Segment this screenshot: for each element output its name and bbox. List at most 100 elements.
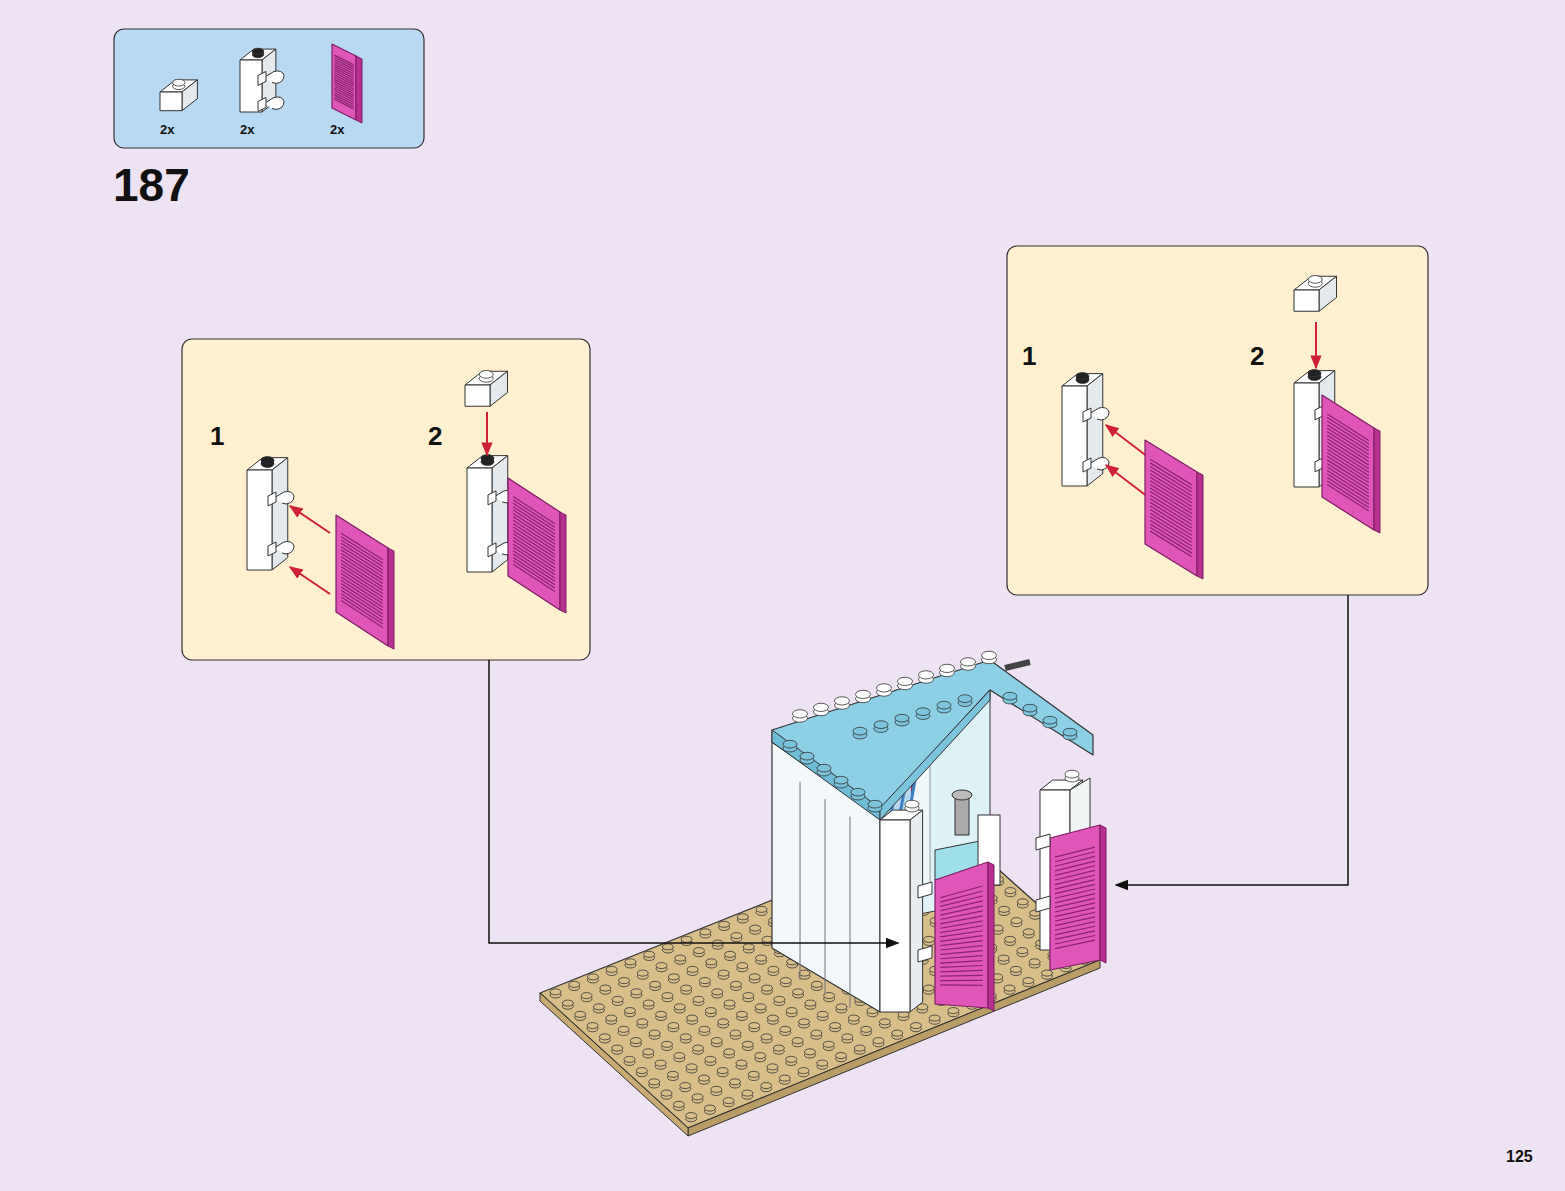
stud <box>780 978 791 987</box>
stud <box>737 914 748 923</box>
stud <box>730 981 741 990</box>
stud <box>1003 692 1017 704</box>
brick-face <box>268 542 276 556</box>
stud <box>656 963 667 972</box>
door-slat <box>1055 908 1095 917</box>
door-slat <box>940 951 982 955</box>
door-slat <box>334 95 353 105</box>
stud <box>940 664 955 676</box>
stud <box>783 740 797 752</box>
door-slat <box>1327 481 1369 507</box>
stud <box>961 658 976 670</box>
callout-leader <box>1116 595 1348 885</box>
stud <box>1063 728 1077 740</box>
stud <box>1004 985 1015 994</box>
door-slat <box>1327 446 1369 472</box>
stud <box>998 955 1009 964</box>
stud <box>686 1113 697 1122</box>
stud <box>799 970 810 979</box>
door-slat <box>1150 531 1192 557</box>
stud <box>742 1090 753 1099</box>
stud <box>793 710 808 722</box>
door-slat <box>940 896 982 906</box>
faucet <box>952 790 972 800</box>
door-slat <box>1055 852 1095 862</box>
stud <box>718 970 729 979</box>
assembly-arrow <box>290 506 330 533</box>
stud <box>643 1000 654 1009</box>
door-slat <box>940 911 982 920</box>
assembly-arrow <box>1106 425 1148 457</box>
brick-face <box>918 946 932 962</box>
door-slat <box>1327 428 1369 454</box>
door-slat <box>1055 936 1095 944</box>
door-slat <box>334 97 353 107</box>
stud <box>673 1101 684 1110</box>
brick-seam <box>800 782 801 981</box>
door-slat <box>1327 485 1369 511</box>
stud <box>786 1008 797 1017</box>
stud <box>853 727 867 739</box>
door-edge <box>388 548 394 649</box>
stud <box>861 1026 872 1035</box>
brick-seam <box>825 799 826 994</box>
brick-face <box>488 543 496 557</box>
callout-leader <box>489 660 898 943</box>
door-slat <box>1055 889 1095 898</box>
stud <box>655 1060 666 1069</box>
assembly-arrow <box>486 412 488 455</box>
sub-step-number: 2 <box>428 423 442 449</box>
stud <box>1005 888 1016 897</box>
door-slat <box>1327 456 1369 482</box>
stud <box>711 1038 722 1047</box>
stud <box>737 963 748 972</box>
door-slat <box>940 901 982 911</box>
door-slat <box>940 891 982 902</box>
door-slat <box>341 537 383 564</box>
door-slat <box>1150 517 1192 543</box>
stud <box>649 1030 660 1039</box>
door-slat <box>1327 470 1369 496</box>
stud <box>636 1068 647 1077</box>
door-slat <box>341 560 383 587</box>
stud <box>717 1068 728 1077</box>
stud <box>756 955 767 964</box>
door-slat <box>1055 917 1095 926</box>
stud <box>724 1049 735 1058</box>
door-slat <box>341 557 383 584</box>
door-slat <box>1327 474 1369 500</box>
stud <box>619 978 630 987</box>
door-slat <box>1055 847 1095 857</box>
brick-face <box>488 491 496 505</box>
stud <box>606 1015 617 1024</box>
stud <box>705 1008 716 1017</box>
stud <box>905 800 919 812</box>
stud <box>798 1068 809 1077</box>
clip <box>274 492 294 505</box>
stud <box>748 1071 759 1080</box>
door-slat <box>513 557 555 584</box>
brick-face <box>1083 408 1091 422</box>
stud <box>643 1049 654 1058</box>
stud <box>1076 373 1089 384</box>
stud <box>811 981 822 990</box>
stud <box>712 989 723 998</box>
brick-face <box>918 882 932 898</box>
stud <box>681 985 692 994</box>
door-slat <box>1055 870 1095 880</box>
door-slat <box>1055 894 1095 903</box>
stud <box>698 1075 709 1084</box>
door-slat <box>1055 856 1095 866</box>
door-slat <box>1055 875 1095 885</box>
stud <box>800 752 814 764</box>
stud <box>644 951 655 960</box>
stud <box>761 1083 772 1092</box>
stud <box>874 721 888 733</box>
door-slat <box>1327 477 1369 503</box>
stud <box>699 978 710 987</box>
stud <box>661 1090 672 1099</box>
door-panel <box>336 515 388 646</box>
stud <box>830 1023 841 1032</box>
door-slat <box>1055 861 1095 871</box>
stud <box>937 701 951 713</box>
